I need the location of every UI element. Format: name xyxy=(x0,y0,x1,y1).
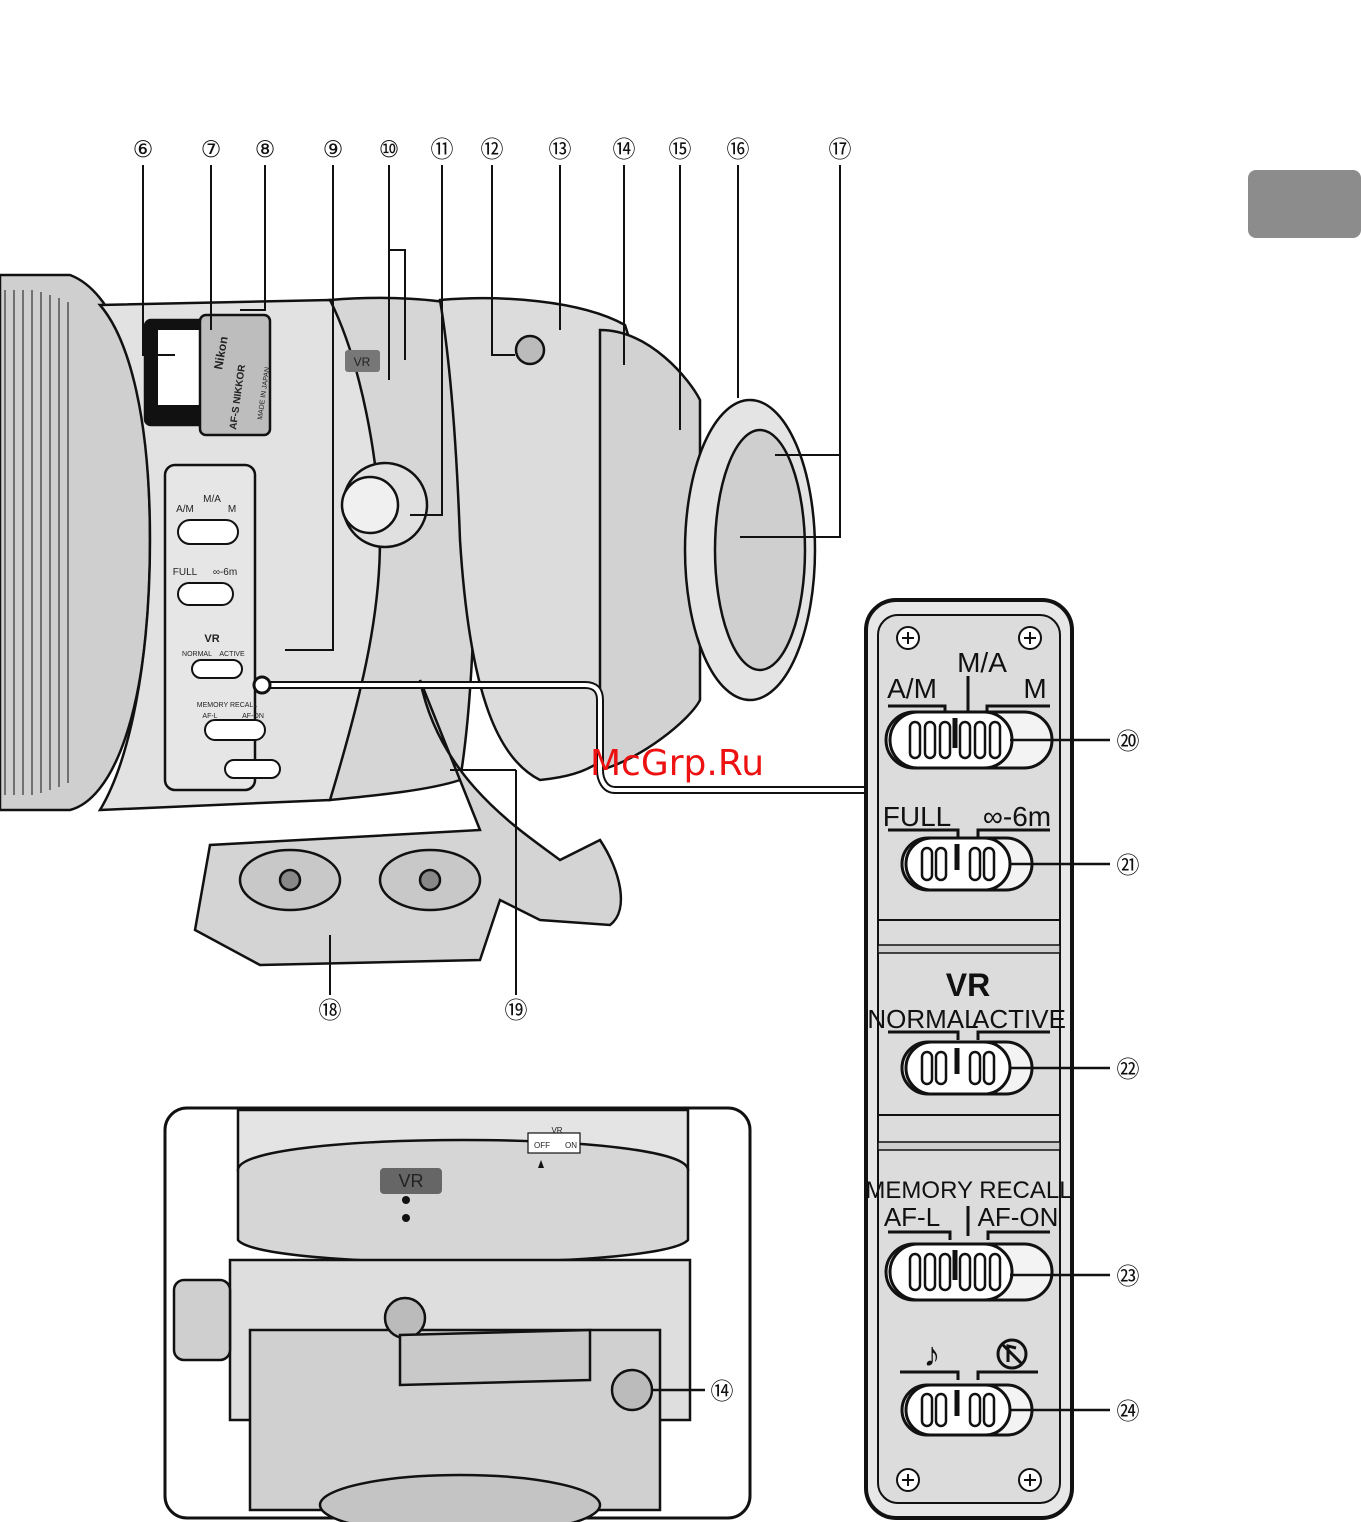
inset-vr-title: VR xyxy=(551,1126,562,1135)
label-vr: VR xyxy=(946,967,990,1003)
callout-11: ⑪ xyxy=(431,137,454,163)
small-ma: M/A xyxy=(203,494,221,505)
small-am: A/M xyxy=(176,504,194,515)
callout-22: ㉒ xyxy=(1117,1057,1140,1083)
callout-24: ㉔ xyxy=(1117,1399,1140,1425)
lens-body xyxy=(0,275,815,965)
callout-6: ⑥ xyxy=(133,137,154,163)
callout-15: ⑮ xyxy=(669,137,692,163)
label-range: ∞-6m xyxy=(983,801,1051,832)
callout-8: ⑧ xyxy=(255,137,276,163)
lens-vr-badge: VR xyxy=(354,355,371,369)
callout-17: ⑰ xyxy=(829,137,852,163)
callout-19: ⑲ xyxy=(505,998,528,1024)
switch-panel: M/A A/M M FULL ∞-6m VR NORMAL ACTIVE xyxy=(865,600,1110,1518)
small-afl: AF-L xyxy=(202,713,217,720)
callout-9: ⑨ xyxy=(323,137,344,163)
callout-row-side: ⑳ ㉑ ㉒ ㉓ ㉔ xyxy=(1117,729,1140,1425)
label-m: M xyxy=(1023,673,1046,704)
small-full: FULL xyxy=(173,567,198,578)
callout-16: ⑯ xyxy=(727,137,750,163)
callout-12: ⑫ xyxy=(481,137,504,163)
callout-10: ⑩ xyxy=(379,137,400,163)
inset-vr-badge: VR xyxy=(398,1171,423,1191)
callout-14: ⑭ xyxy=(613,137,636,163)
label-afon: AF-ON xyxy=(978,1202,1059,1232)
label-normal: NORMAL xyxy=(867,1004,978,1034)
label-ma: M/A xyxy=(957,647,1007,678)
callout-23: ㉓ xyxy=(1117,1264,1140,1290)
connector-dot xyxy=(254,677,270,693)
callout-18: ⑱ xyxy=(319,998,342,1024)
music-note-icon: ♪ xyxy=(924,1336,941,1374)
small-afon: AF-ON xyxy=(242,713,264,720)
small-memory-recall: MEMORY RECALL xyxy=(197,702,258,709)
section-tab xyxy=(1248,170,1361,238)
label-am: A/M xyxy=(887,673,937,704)
callout-13: ⑬ xyxy=(549,137,572,163)
inset-detail: VR VR OFF ON ⑭ xyxy=(165,1108,750,1522)
label-memory-recall: MEMORY RECALL xyxy=(865,1177,1072,1204)
small-normal: NORMAL xyxy=(182,651,212,658)
inset-vr-on: ON xyxy=(565,1141,577,1150)
label-afl: AF-L xyxy=(884,1202,940,1232)
callout-21: ㉑ xyxy=(1117,853,1140,879)
callout-14-inset: ⑭ xyxy=(711,1379,734,1405)
small-vr: VR xyxy=(204,633,219,645)
small-range: ∞-6m xyxy=(213,567,237,578)
label-active: ACTIVE xyxy=(972,1004,1066,1034)
callout-7: ⑦ xyxy=(201,137,222,163)
small-active: ACTIVE xyxy=(219,651,245,658)
small-m: M xyxy=(228,504,236,515)
watermark: McGrp.Ru xyxy=(590,743,764,784)
inset-vr-off: OFF xyxy=(534,1141,550,1150)
callout-20: ⑳ xyxy=(1117,729,1140,755)
label-full: FULL xyxy=(883,801,951,832)
